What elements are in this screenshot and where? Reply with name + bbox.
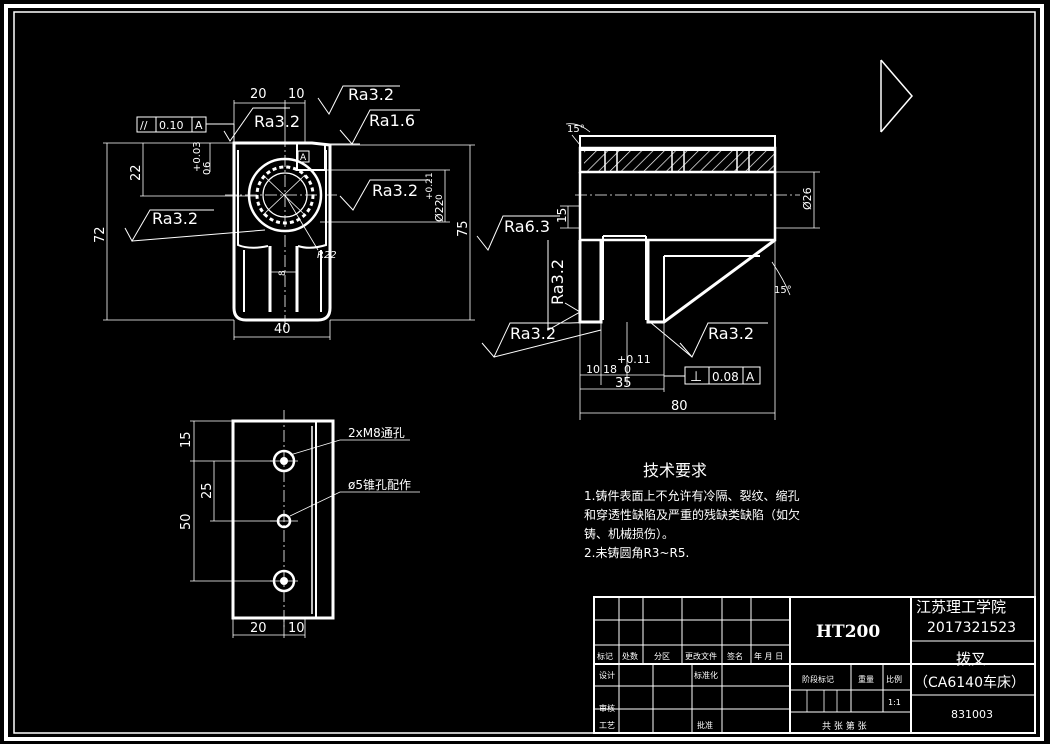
tb-h-shenhe: 审核 xyxy=(599,703,615,713)
note-pin: ø5锥孔配作 xyxy=(348,478,411,492)
tech-line-1: 1.铸件表面上不允许有冷隔、裂纹、缩孔 xyxy=(584,488,799,503)
tb-scale: 1:1 xyxy=(888,698,901,707)
outer-border xyxy=(4,4,1044,741)
tech-title: 技术要求 xyxy=(643,461,707,480)
tb-h-pizhun: 批准 xyxy=(697,720,713,730)
side-dim-80: 80 xyxy=(671,399,688,414)
tb-student-id: 2017321523 xyxy=(927,620,1016,636)
inner-border xyxy=(13,11,1036,734)
side-ra-left: Ra6.3 xyxy=(504,217,550,236)
tb-h-gengai: 更改文件 xyxy=(685,651,717,661)
tb-h-bili: 比例 xyxy=(886,674,902,684)
tb-h-sheji: 设计 xyxy=(599,670,615,680)
front-roughness: Ra3.2 Ra3.2 Ra1.6 Ra3.2 Ra3.2 xyxy=(124,85,430,243)
side-ra-vertical: Ra3.2 xyxy=(548,259,567,305)
tech-line-2: 和穿透性缺陷及严重的残缺类缺陷（如欠 xyxy=(584,507,800,522)
side-roughness: Ra6.3 Ra3.2 Ra3.2 Ra3.2 xyxy=(476,215,768,358)
side-view xyxy=(575,135,800,324)
tol-frame-val: 0.10 xyxy=(159,119,184,132)
ra-top-left: Ra3.2 xyxy=(254,112,300,131)
side-dim-tol: +0.11 xyxy=(617,353,651,366)
top-dim-15: 15 xyxy=(179,431,194,448)
title-block: 标记 处数 分区 更改文件 签名 年 月 日 设计 标准化 审核 工艺 批准 阶… xyxy=(593,596,1036,734)
tb-part-name: 拨叉 xyxy=(956,650,986,668)
top-dim-10: 10 xyxy=(288,621,305,636)
tb-h-gongzhang: 共 张 第 张 xyxy=(822,720,867,732)
top-dim-20: 20 xyxy=(250,621,267,636)
projection-symbol xyxy=(880,59,913,133)
datum-a: A xyxy=(300,153,307,163)
dim-tol-6: 6 xyxy=(202,162,213,168)
side-dim-15: 15 xyxy=(555,208,569,223)
dim-40: 40 xyxy=(274,322,291,337)
tol-frame-sym: // xyxy=(140,119,148,132)
top-dim-25: 25 xyxy=(200,482,215,499)
dim-bore: Ø22 xyxy=(433,199,446,222)
tb-h-gongyi: 工艺 xyxy=(599,721,615,730)
side-ra-bottom-right: Ra3.2 xyxy=(708,324,754,343)
ra-top: Ra3.2 xyxy=(348,85,394,104)
top-view-dimensions: 15 25 50 20 10 2xM8通孔 ø5锥孔配作 xyxy=(179,420,420,638)
dim-tol-plus: +0.03 xyxy=(192,141,203,172)
tech-requirements: 技术要求 1.铸件表面上不允许有冷隔、裂纹、缩孔 和穿透性缺陷及严重的残缺类缺陷… xyxy=(584,461,800,560)
ra-left: Ra3.2 xyxy=(152,209,198,228)
dim-8: 8 xyxy=(278,270,288,276)
side-dim-tol0: 0 xyxy=(624,363,631,376)
tb-h-chushu: 处数 xyxy=(622,651,638,661)
dim-bore-tol: +0.21 xyxy=(425,172,435,200)
ra-right: Ra3.2 xyxy=(372,181,418,200)
side-dim-18: 18 xyxy=(603,363,617,376)
side-view-dimensions: 15° 15° Ø26 15 10 18 +0.11 0 35 80 ⊥ 0.0… xyxy=(555,123,820,420)
side-ra-bottom-left: Ra3.2 xyxy=(510,324,556,343)
tol-frame-ref: A xyxy=(195,119,203,132)
dim-26: Ø26 xyxy=(801,187,814,210)
tb-h-biaozhunhua: 标准化 xyxy=(694,670,718,680)
perp-sym: ⊥ xyxy=(690,369,702,385)
tb-h-fenqu: 分区 xyxy=(654,652,670,661)
dim-tol-zero: 0 xyxy=(202,169,213,175)
note-holes: 2xM8通孔 xyxy=(348,426,405,440)
dim-22: 22 xyxy=(129,164,144,181)
tb-h-nianyueri: 年 月 日 xyxy=(754,651,783,661)
tb-part-sub: （CA6140车床） xyxy=(914,674,1025,691)
front-view-dimensions: 20 10 72 22 +0.03 0 6 75 Ø22 +0.21 0 40 … xyxy=(93,87,475,340)
tech-line-4: 2.未铸圆角R3~R5. xyxy=(584,545,689,560)
dim-top-10: 10 xyxy=(288,87,305,102)
top-dim-50: 50 xyxy=(179,513,194,530)
dim-top-20: 20 xyxy=(250,87,267,102)
tb-h-biaoji: 标记 xyxy=(597,651,613,661)
top-view xyxy=(231,410,335,630)
tb-school: 江苏理工学院 xyxy=(916,598,1006,616)
perp-ref: A xyxy=(746,370,755,384)
tb-material: HT200 xyxy=(816,622,880,642)
tb-h-qianming: 签名 xyxy=(727,651,743,661)
front-view xyxy=(225,135,340,330)
dim-r22: R22 xyxy=(317,250,337,261)
side-dim-10: 10 xyxy=(586,363,600,376)
dim-72: 72 xyxy=(93,226,108,243)
tb-drawing-no: 831003 xyxy=(951,708,993,721)
tb-h-zhongliang: 重量 xyxy=(858,674,874,684)
dim-bore-tol0: 0 xyxy=(435,194,445,200)
ra-bore: Ra1.6 xyxy=(369,111,415,130)
perp-val: 0.08 xyxy=(712,370,739,384)
angle-top: 15° xyxy=(567,124,585,135)
angle-bottom: 15° xyxy=(774,285,792,296)
tech-line-3: 铸、机械损伤）。 xyxy=(584,526,674,541)
dim-75: 75 xyxy=(456,220,471,237)
tb-h-jieduan: 阶段标记 xyxy=(802,674,834,684)
side-dim-35: 35 xyxy=(615,376,632,391)
